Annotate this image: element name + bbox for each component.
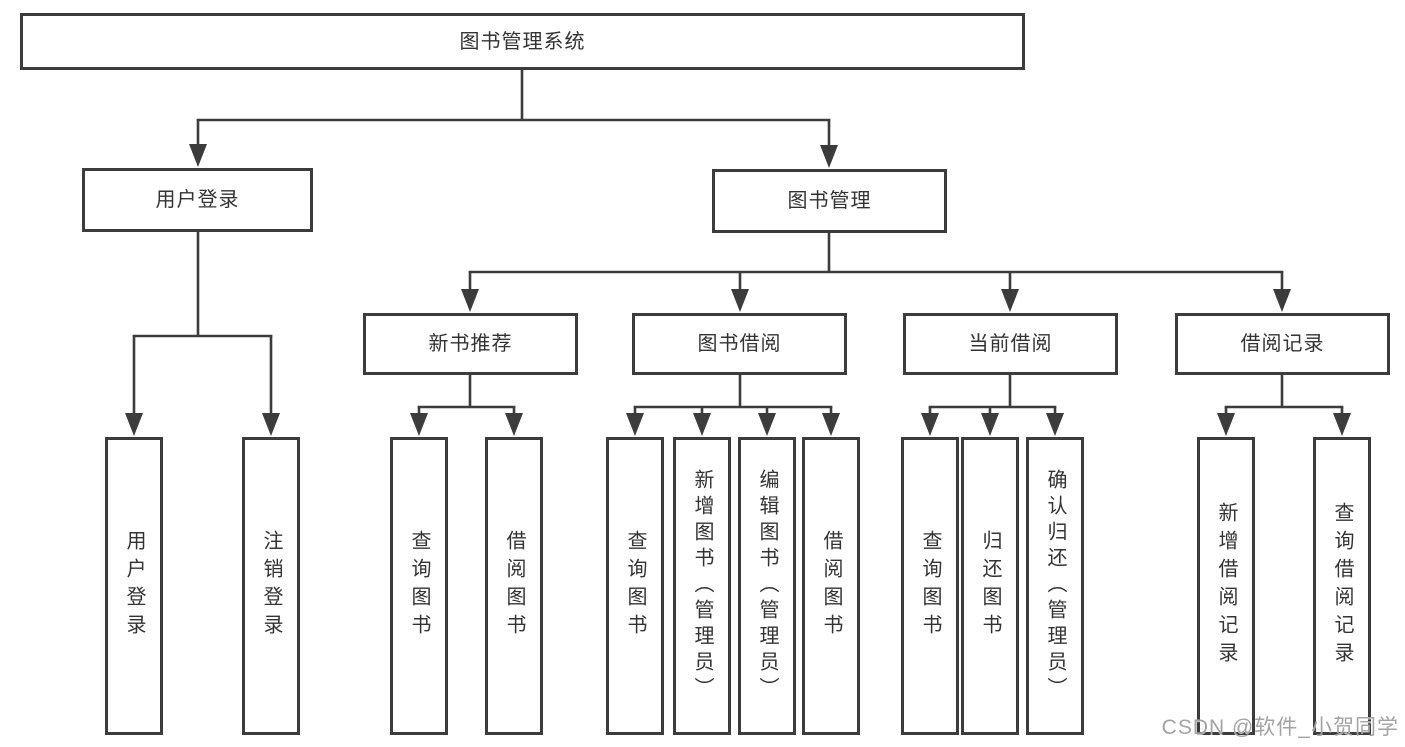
node-label: 查询图书	[919, 530, 941, 642]
node-leaf-cb-return-books: 归还图书	[961, 437, 1019, 735]
node-book-borrow: 图书借阅	[632, 313, 847, 375]
node-leaf-br-query-record: 查询借阅记录	[1313, 437, 1371, 735]
node-leaf-rec-query-books: 查询图书	[390, 437, 448, 735]
node-label: 用户登录	[155, 189, 240, 211]
node-leaf-br-add-record: 新增借阅记录	[1197, 437, 1255, 735]
node-book-management: 图书管理	[712, 169, 947, 233]
node-label: 图书管理系统	[459, 30, 586, 53]
node-leaf-bb-edit-books-admin: 编辑图书（管理员）	[738, 437, 796, 735]
node-label: 编辑图书（管理员）	[756, 469, 778, 703]
node-leaf-logout: 注销登录	[242, 437, 300, 735]
node-leaf-rec-borrow-books: 借阅图书	[485, 437, 543, 735]
node-label: 归还图书	[979, 530, 1001, 642]
node-leaf-bb-add-books-admin: 新增图书（管理员）	[673, 437, 731, 735]
node-leaf-bb-query-books: 查询图书	[606, 437, 664, 735]
node-label: 查询借阅记录	[1331, 502, 1353, 670]
csdn-watermark: CSDN @软件_小贺同学	[1161, 716, 1399, 739]
node-label: 确认归还（管理员）	[1044, 469, 1066, 703]
node-label: 用户登录	[123, 530, 145, 642]
node-label: 新书推荐	[428, 333, 513, 355]
node-label: 注销登录	[260, 530, 282, 642]
node-label: 借阅图书	[503, 530, 525, 642]
node-label: 图书借阅	[697, 333, 782, 355]
node-leaf-cb-query-books: 查询图书	[901, 437, 959, 735]
node-label: 查询图书	[624, 530, 646, 642]
node-root: 图书管理系统	[20, 13, 1025, 70]
node-label: 新增图书（管理员）	[691, 469, 713, 703]
node-label: 查询图书	[408, 530, 430, 642]
arrowhead-icons	[125, 144, 1351, 436]
node-label: 新增借阅记录	[1215, 502, 1237, 670]
node-label: 借阅记录	[1240, 333, 1325, 355]
node-current-borrow: 当前借阅	[903, 313, 1118, 375]
node-borrow-record: 借阅记录	[1175, 313, 1390, 375]
node-leaf-user-login: 用户登录	[105, 437, 163, 735]
node-new-book-recommend: 新书推荐	[363, 313, 578, 375]
node-label: 借阅图书	[820, 530, 842, 642]
node-label: 当前借阅	[968, 333, 1053, 355]
node-leaf-bb-borrow-books: 借阅图书	[802, 437, 860, 735]
node-user-login: 用户登录	[82, 168, 313, 232]
node-leaf-cb-confirm-return-admin: 确认归还（管理员）	[1026, 437, 1084, 735]
node-label: 图书管理	[787, 190, 872, 212]
